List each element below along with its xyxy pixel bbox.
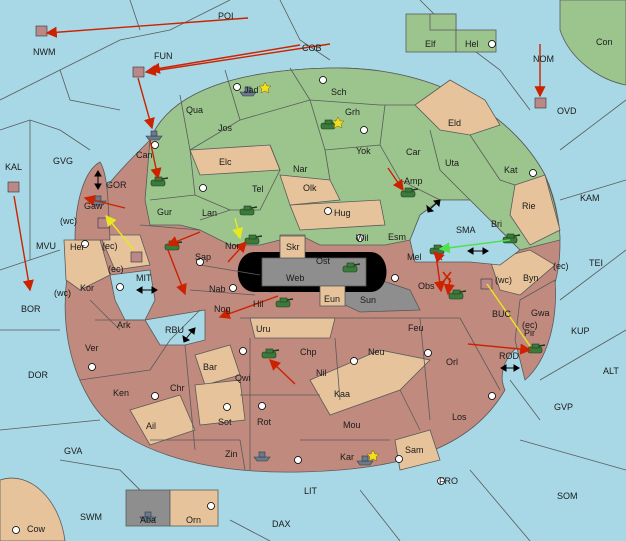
supply-center bbox=[356, 234, 364, 242]
supply-center bbox=[294, 456, 302, 464]
web-province bbox=[261, 257, 367, 287]
army-icon[interactable] bbox=[244, 234, 263, 245]
supply-center bbox=[239, 347, 247, 355]
army-icon[interactable] bbox=[275, 297, 294, 308]
supply-center bbox=[529, 169, 537, 177]
supply-center bbox=[12, 526, 20, 534]
convoy-arrows bbox=[438, 239, 511, 254]
army-icon[interactable] bbox=[239, 205, 258, 216]
dislodged-marker[interactable] bbox=[132, 66, 145, 78]
double-arrow-icon bbox=[136, 286, 158, 294]
hel-province bbox=[455, 29, 497, 53]
dislodged-marker[interactable] bbox=[534, 97, 547, 109]
dislodged-marker[interactable] bbox=[7, 181, 20, 193]
skr-province bbox=[279, 235, 306, 259]
supply-center bbox=[488, 40, 496, 48]
army-icon[interactable] bbox=[261, 348, 280, 359]
supply-center bbox=[258, 402, 266, 410]
star-markers bbox=[258, 81, 380, 462]
supply-center bbox=[488, 392, 496, 400]
supply-center bbox=[116, 283, 124, 291]
supply-center bbox=[199, 184, 207, 192]
double-arrow-icon bbox=[94, 170, 102, 190]
dislodged-marker[interactable] bbox=[97, 217, 110, 229]
supply-center bbox=[324, 207, 332, 215]
rbu-sea bbox=[144, 309, 206, 346]
fleet-icon[interactable] bbox=[253, 451, 271, 462]
province-borders bbox=[79, 67, 516, 471]
double-arrow-icon bbox=[467, 247, 489, 255]
supply-center bbox=[81, 240, 89, 248]
double-arrow-icon bbox=[500, 364, 520, 372]
army-icon[interactable] bbox=[342, 262, 361, 273]
supply-center bbox=[424, 349, 432, 357]
coast-connectors bbox=[94, 170, 520, 372]
double-arrow-icon bbox=[182, 327, 196, 343]
supply-center bbox=[319, 76, 327, 84]
army-icon[interactable] bbox=[400, 187, 419, 198]
fleet-icon[interactable] bbox=[356, 455, 374, 466]
failed-order-mark bbox=[442, 271, 452, 283]
support-arrows bbox=[105, 214, 531, 347]
supply-centers bbox=[12, 40, 537, 534]
pir-finger bbox=[514, 279, 556, 381]
double-arrow-icon bbox=[426, 199, 441, 213]
dislodged-markers bbox=[7, 25, 547, 290]
supply-center bbox=[360, 126, 368, 134]
supply-center bbox=[223, 403, 231, 411]
dislodged-marker[interactable] bbox=[480, 278, 493, 290]
fleet-icon[interactable] bbox=[145, 130, 163, 141]
dislodged-marker[interactable] bbox=[35, 25, 48, 37]
elf-top bbox=[429, 13, 457, 31]
supply-center bbox=[151, 141, 159, 149]
supply-center bbox=[437, 477, 445, 485]
supply-center bbox=[88, 363, 96, 371]
star-icon bbox=[258, 81, 272, 94]
supply-center bbox=[391, 274, 399, 282]
supply-center bbox=[196, 258, 204, 266]
fleet-icon[interactable] bbox=[239, 86, 257, 97]
supply-center bbox=[207, 502, 215, 510]
supply-center bbox=[395, 455, 403, 463]
eun-province bbox=[319, 285, 346, 307]
star-icon bbox=[366, 449, 380, 462]
dislodged-marker[interactable] bbox=[130, 251, 143, 263]
supply-center bbox=[229, 284, 237, 292]
supply-center bbox=[350, 357, 358, 365]
supply-center bbox=[233, 83, 241, 91]
army-icon[interactable] bbox=[527, 343, 546, 354]
supply-center bbox=[151, 392, 159, 400]
fleet-icon[interactable] bbox=[139, 511, 157, 522]
star-icon bbox=[331, 116, 345, 129]
